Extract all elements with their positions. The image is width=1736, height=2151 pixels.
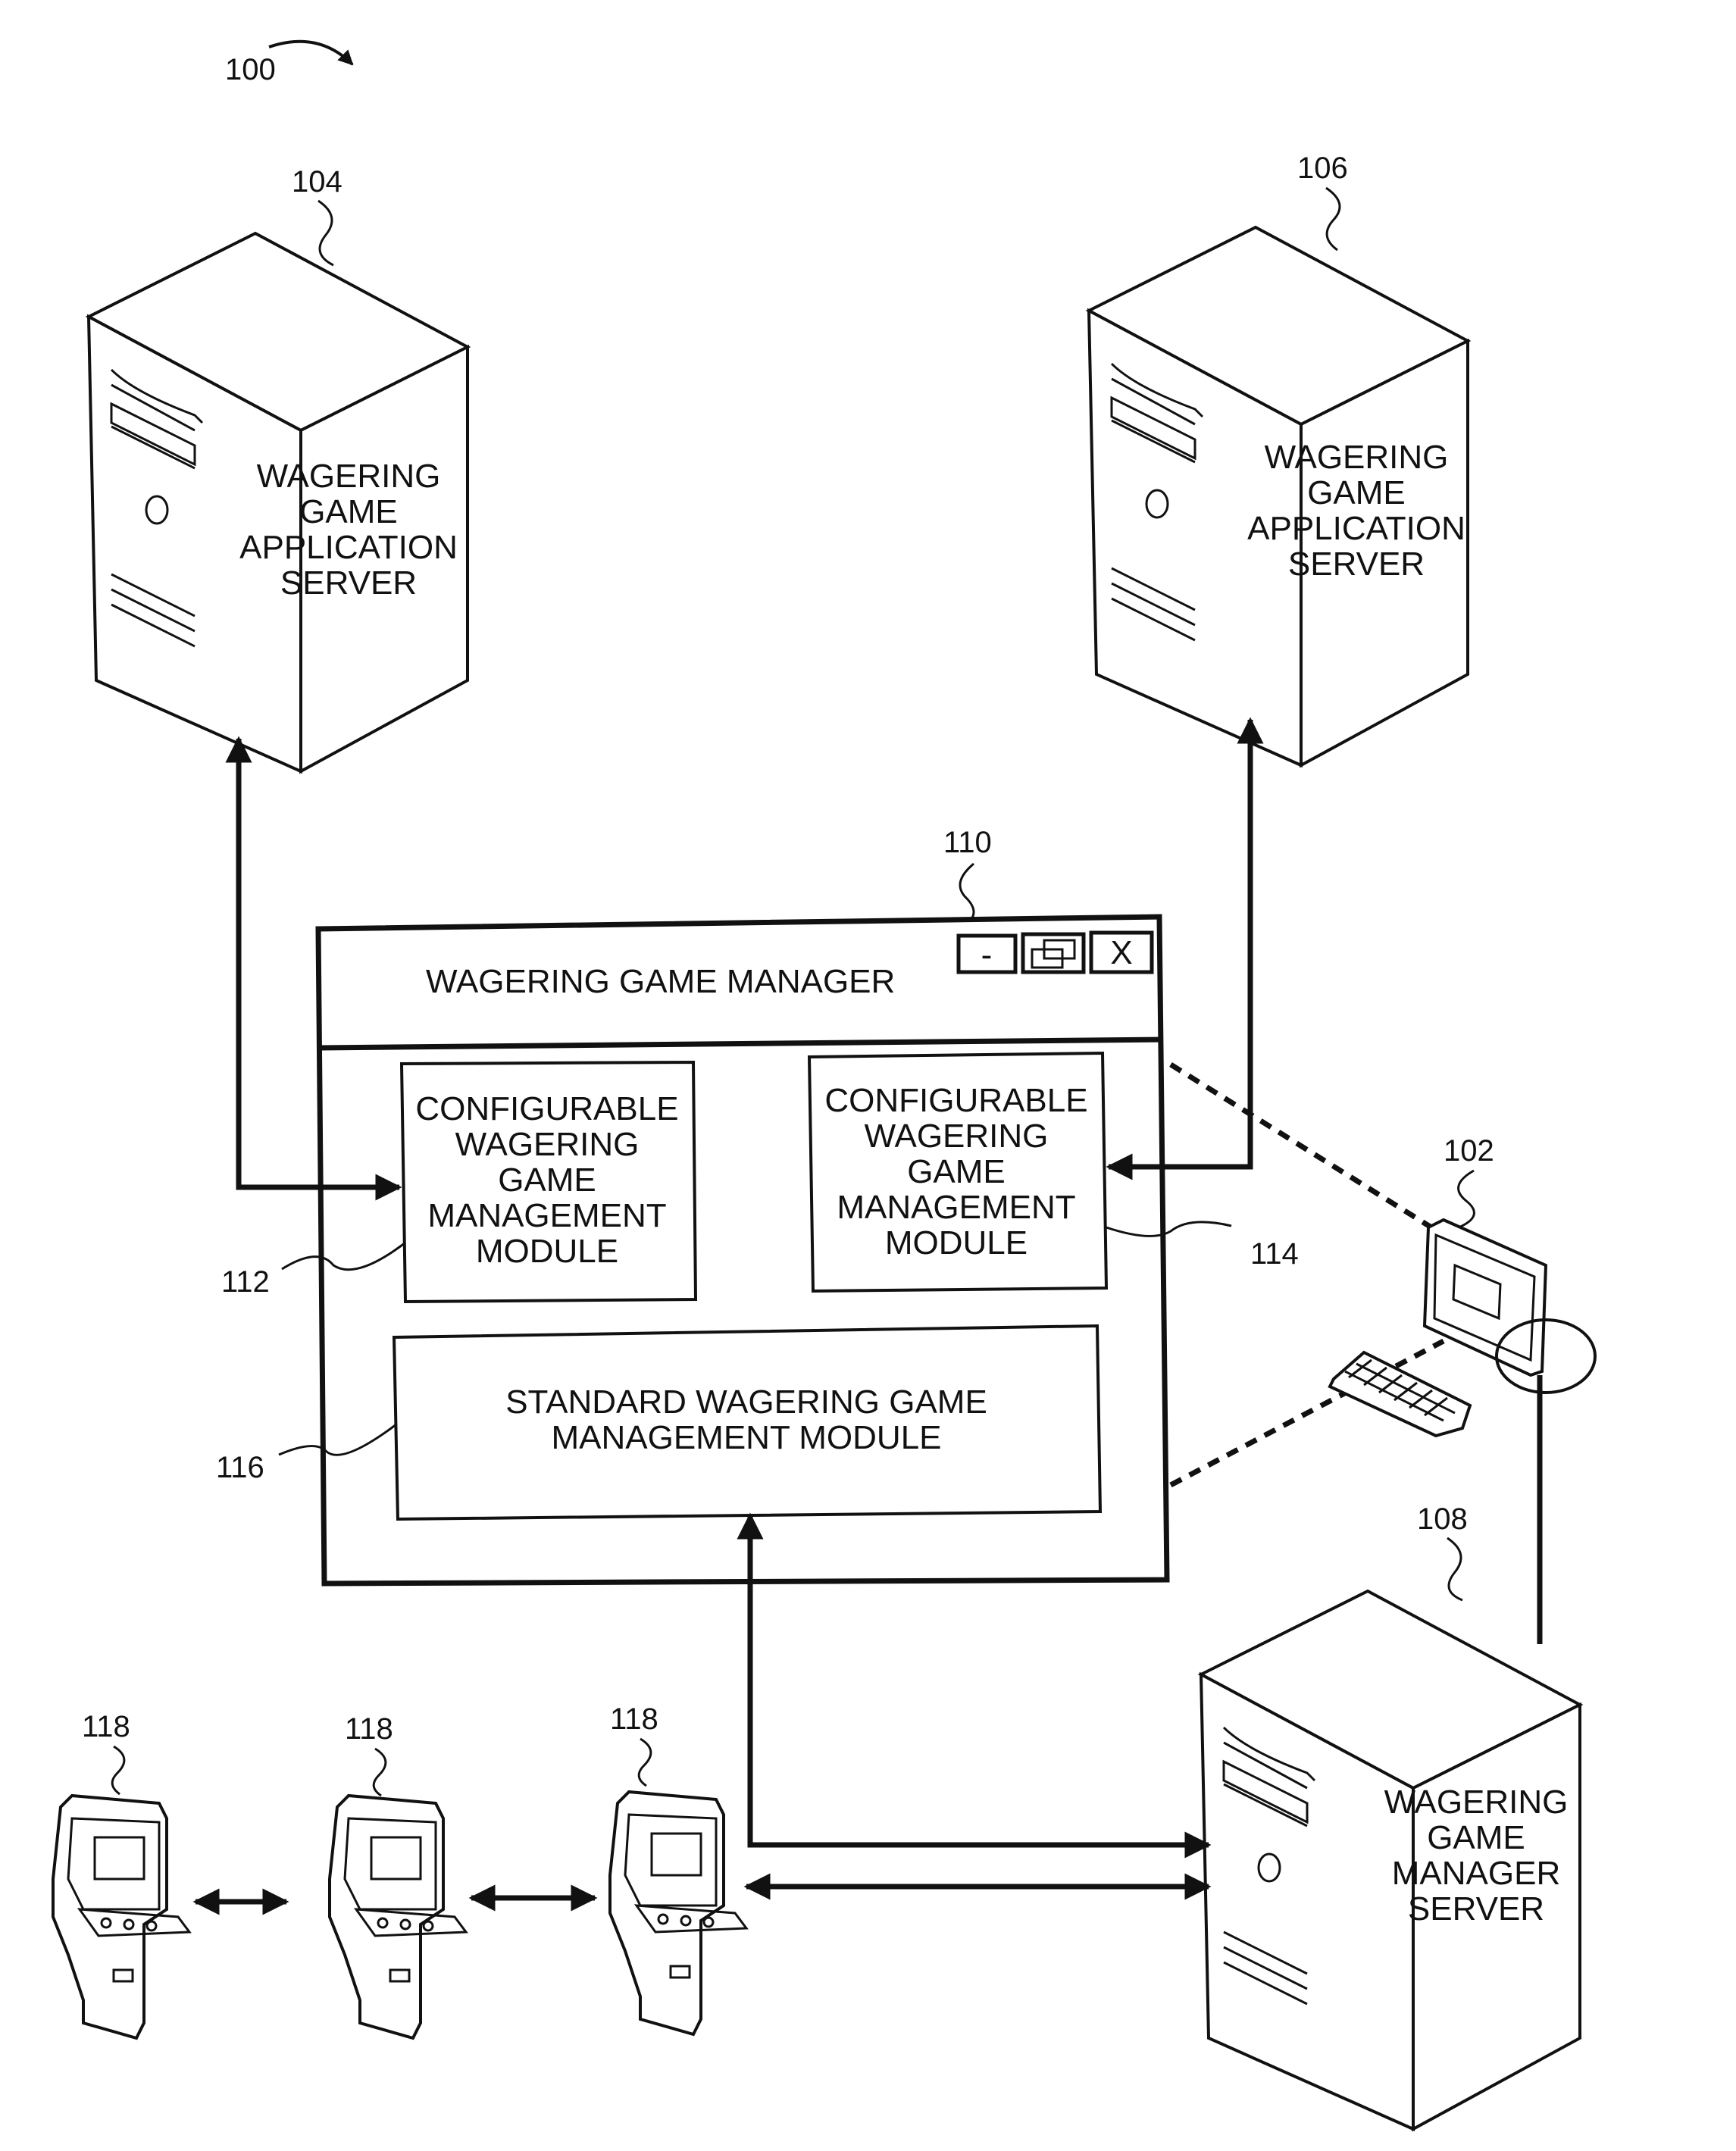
- svg-text:SERVER: SERVER: [1288, 546, 1425, 583]
- server-right-ref: 106: [1297, 152, 1348, 185]
- machine-3-leader: [639, 1739, 651, 1786]
- window-ref: 110: [943, 826, 992, 859]
- svg-text:MANAGEMENT MODULE: MANAGEMENT MODULE: [551, 1419, 941, 1456]
- gaming-machine-1: [53, 1796, 189, 2038]
- svg-text:WAGERING: WAGERING: [1384, 1784, 1569, 1821]
- svg-text:STANDARD WAGERING GAME: STANDARD WAGERING GAME: [505, 1383, 987, 1421]
- server-right-leader: [1326, 188, 1340, 250]
- minimize-button[interactable]: -: [959, 936, 1015, 974]
- svg-text:MANAGEMENT: MANAGEMENT: [427, 1197, 666, 1234]
- svg-text:SERVER: SERVER: [280, 564, 417, 602]
- svg-text:WAGERING: WAGERING: [1265, 439, 1449, 476]
- svg-text:SERVER: SERVER: [1408, 1890, 1544, 1927]
- svg-text:WAGERING: WAGERING: [455, 1126, 640, 1163]
- standard-module-label: STANDARD WAGERING GAME MANAGEMENT MODULE: [505, 1383, 987, 1456]
- svg-text:MODULE: MODULE: [885, 1224, 1028, 1262]
- svg-text:X: X: [1110, 934, 1132, 971]
- application-server-right: [1089, 227, 1468, 765]
- application-server-left: [89, 233, 468, 771]
- manager-server-label: WAGERING GAME MANAGER SERVER: [1384, 1784, 1569, 1927]
- machine-2-ref: 118: [345, 1712, 393, 1746]
- figure-ref-arrow: [269, 42, 352, 64]
- restore-button[interactable]: [1023, 934, 1084, 972]
- server-left-ref: 104: [292, 165, 343, 199]
- svg-text:WAGERING: WAGERING: [257, 458, 441, 495]
- svg-text:GAME: GAME: [299, 493, 398, 530]
- close-button[interactable]: X: [1091, 933, 1152, 972]
- workstation-ref: 102: [1444, 1134, 1494, 1168]
- module-left-ref: 112: [221, 1265, 270, 1299]
- gaming-machine-2: [330, 1796, 466, 2038]
- manager-server-leader: [1447, 1538, 1462, 1600]
- machine-1-ref: 118: [82, 1710, 130, 1743]
- manager-server-ref: 108: [1417, 1502, 1468, 1536]
- window-title: WAGERING GAME MANAGER: [426, 963, 895, 1000]
- workstation: [1330, 1220, 1595, 1436]
- machine-2-leader: [374, 1749, 386, 1796]
- svg-text:GAME: GAME: [1427, 1819, 1525, 1856]
- module-right-ref: 114: [1250, 1237, 1299, 1271]
- standard-module-ref: 116: [216, 1451, 264, 1484]
- svg-text:MANAGER: MANAGER: [1392, 1855, 1560, 1892]
- svg-text:MANAGEMENT: MANAGEMENT: [837, 1189, 1075, 1226]
- server-left-leader: [318, 201, 333, 265]
- window-leader: [960, 864, 974, 924]
- svg-text:CONFIGURABLE: CONFIGURABLE: [824, 1082, 1087, 1119]
- svg-text:CONFIGURABLE: CONFIGURABLE: [415, 1090, 678, 1127]
- dashed-link-window-to-monitor: [1171, 1065, 1444, 1235]
- svg-text:GAME: GAME: [1307, 474, 1406, 511]
- svg-text:WAGERING: WAGERING: [865, 1118, 1049, 1155]
- svg-text:MODULE: MODULE: [476, 1233, 618, 1270]
- monitor-icon: [1425, 1220, 1546, 1375]
- svg-text:APPLICATION: APPLICATION: [239, 529, 458, 566]
- workstation-leader: [1459, 1171, 1475, 1227]
- svg-text:APPLICATION: APPLICATION: [1247, 510, 1465, 547]
- svg-text:-: -: [981, 936, 993, 974]
- machine-1-leader: [112, 1746, 124, 1794]
- machine-3-ref: 118: [610, 1702, 658, 1736]
- svg-text:GAME: GAME: [498, 1161, 596, 1199]
- svg-text:GAME: GAME: [907, 1153, 1006, 1190]
- figure-ref: 100: [225, 53, 276, 86]
- gaming-machine-3: [610, 1792, 746, 2034]
